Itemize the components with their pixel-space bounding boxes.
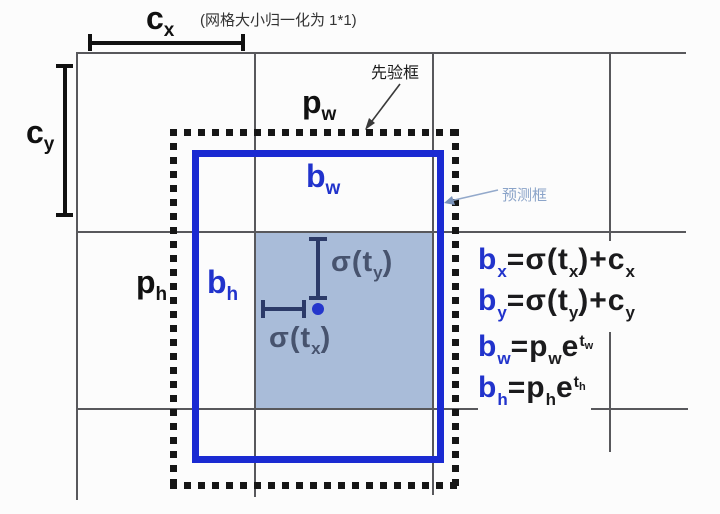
sigma-ty-beam-cap-bottom bbox=[309, 296, 327, 300]
anchor-box-right bbox=[452, 129, 459, 489]
equation-by: by=σ(ty)+cy bbox=[478, 282, 640, 332]
equation-bh: bh=pheth bbox=[478, 364, 640, 419]
grid-note: (网格大小归一化为 1*1) bbox=[200, 12, 357, 29]
bh-label: bh bbox=[207, 264, 239, 305]
grid-vline-3 bbox=[432, 53, 434, 495]
anchor-box-callout: 先验框 bbox=[371, 65, 420, 82]
bw-label: bw bbox=[306, 158, 341, 199]
anchor-box-bottom bbox=[170, 482, 460, 489]
predicted-box-callout: 预测框 bbox=[502, 187, 548, 204]
cy-bracket-tick-top bbox=[56, 64, 73, 68]
equations: bx=σ(tx)+cx by=σ(ty)+cy bw=pwetw bh=phet… bbox=[478, 241, 640, 419]
sigma-ty-beam-cap-top bbox=[309, 237, 327, 241]
sigma-tx-label: σ(tx) bbox=[269, 322, 332, 358]
grid-hline-1 bbox=[76, 52, 686, 54]
sigma-ty-label: σ(ty) bbox=[331, 246, 394, 282]
predicted-arrow-icon bbox=[444, 189, 499, 205]
cx-bracket-tick-left bbox=[88, 34, 92, 51]
predicted-box bbox=[192, 150, 444, 463]
cy-bracket-tick-bottom bbox=[56, 213, 73, 217]
box-center-dot bbox=[312, 303, 324, 315]
cy-bracket-line bbox=[63, 64, 67, 217]
grid-cell-highlight bbox=[255, 232, 433, 409]
cy-label: cy bbox=[26, 114, 55, 155]
anchor-box-top bbox=[170, 129, 460, 136]
grid-vline-2 bbox=[254, 53, 256, 497]
cx-bracket-tick-right bbox=[241, 34, 245, 51]
sigma-tx-beam-cap-right bbox=[302, 300, 306, 318]
equation-bx: bx=σ(tx)+cx bbox=[478, 241, 640, 291]
cx-bracket-line bbox=[88, 41, 245, 45]
sigma-tx-beam-line bbox=[262, 307, 306, 311]
sigma-ty-beam-line bbox=[316, 238, 320, 300]
ph-label: ph bbox=[136, 264, 168, 305]
sigma-tx-beam-cap-left bbox=[261, 300, 265, 318]
anchor-box-left bbox=[170, 129, 177, 489]
grid-vline-1 bbox=[76, 53, 78, 500]
anchor-arrow-icon bbox=[365, 83, 401, 130]
grid-hline-2 bbox=[76, 231, 686, 233]
pw-label: pw bbox=[302, 84, 337, 125]
grid-hline-3 bbox=[76, 408, 688, 410]
cx-label: cx bbox=[146, 0, 175, 41]
